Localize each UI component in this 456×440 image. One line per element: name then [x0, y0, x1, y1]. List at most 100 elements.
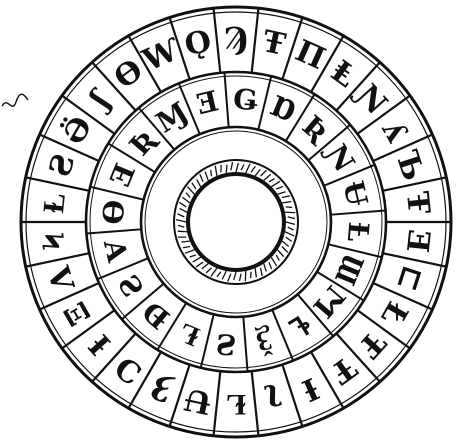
inner-ring-mark — [215, 166, 217, 176]
inner-ring-mark — [176, 220, 186, 222]
outer-ring-glyph: Ǝ — [399, 228, 436, 254]
inner-ring-mark — [192, 183, 196, 189]
inner-ring-mark — [179, 202, 186, 207]
outer-ring-glyph: Ϟ — [36, 230, 73, 251]
inner-ring-mark — [241, 165, 244, 171]
inner-ring-mark — [246, 164, 250, 173]
outer-ring-glyph: Ⱳ — [137, 32, 186, 79]
ring-lines — [21, 7, 451, 437]
middle-spoke — [86, 229, 141, 233]
inner-ring-mark — [286, 237, 292, 241]
inner-ring-mark — [202, 264, 208, 269]
outer-ring-glyph: ⊏ — [389, 261, 430, 296]
inner-ring-mark — [200, 174, 203, 182]
outer-ring-glyph: Ƨ — [42, 150, 82, 181]
inner-ring-mark — [182, 241, 190, 242]
middle-ring-glyph: Ɬ — [284, 307, 317, 345]
inner-ring-mark — [276, 255, 279, 261]
inner-ring-mark — [183, 247, 190, 248]
ring-circle — [86, 72, 386, 372]
inner-ring-mark — [211, 170, 212, 176]
inner-ring-mark — [226, 165, 227, 173]
inner-ring-mark — [276, 186, 283, 189]
inner-ring-mark — [182, 197, 189, 203]
inner-ring-mark — [288, 227, 294, 230]
middle-spoke — [331, 210, 386, 214]
middle-spoke — [90, 187, 143, 200]
inner-ring-mark — [282, 241, 288, 246]
inner-ring-mark — [285, 232, 294, 236]
inner-ring-mark — [180, 208, 187, 212]
outer-ring-glyph: ʅ — [262, 382, 285, 420]
inner-ring-mark — [251, 166, 255, 172]
middle-ring-glyph: Ǥ — [232, 82, 260, 117]
outer-ring-glyph: Ɨ — [297, 370, 324, 408]
middle-ring-glyph: Ɫ — [174, 316, 204, 354]
inner-ring-mark — [286, 222, 295, 224]
outer-spoke — [252, 8, 259, 73]
outer-spoke — [383, 177, 447, 191]
inner-ring-mark — [264, 174, 271, 180]
outer-ring-glyph: Ɨ — [83, 327, 118, 361]
outer-spoke — [214, 8, 221, 73]
middle-spoke — [224, 72, 228, 127]
outer-ring-glyph: Ŧ — [259, 24, 289, 63]
inner-ring-mark — [255, 169, 260, 175]
middle-ring-glyph: Ϻ — [306, 279, 351, 324]
outer-ring-glyph: Ʌ — [42, 261, 83, 296]
inner-ring-mark — [261, 170, 267, 176]
outer-ring-glyph: ʃ — [82, 83, 118, 118]
outer-spoke — [26, 177, 90, 191]
inner-ring-mark — [282, 196, 290, 198]
inner-ring-mark — [288, 217, 295, 219]
ring-circle — [26, 12, 446, 432]
inner-ring-mark — [193, 257, 201, 262]
ring-circle — [174, 160, 298, 284]
middle-spoke — [258, 76, 271, 129]
middle-ring-glyph: Ɐ — [98, 235, 136, 266]
inner-ring-mark — [186, 193, 190, 198]
middle-spoke — [243, 317, 247, 372]
middle-ring-glyph: Ɲ — [318, 136, 361, 178]
inner-ring-mark — [205, 172, 208, 181]
outer-spoke — [282, 365, 302, 427]
inner-ring-mark — [222, 271, 226, 279]
outer-ring-glyph: Ɲ — [347, 76, 393, 122]
outer-spoke — [383, 253, 447, 267]
inner-ring-mark — [190, 255, 196, 257]
middle-ring-glyph: Ɵ — [96, 199, 131, 226]
middle-ring-glyph: Ǝ — [104, 159, 143, 191]
inner-ring-mark — [278, 192, 286, 194]
middle-ring-glyphs: ǤⱰƦƝɄȽƜϺꞭѮƧⱢƉƧⱯƟƎƦⱮƎ — [96, 82, 375, 361]
inner-ring-mark — [264, 264, 266, 272]
inner-ring-mark — [211, 268, 217, 276]
inner-ring-mark — [217, 272, 221, 277]
inner-ring-mark — [282, 202, 291, 203]
middle-ring-glyph: Ƨ — [112, 269, 151, 303]
middle-ring-glyph: Ѯ — [253, 323, 276, 359]
outer-ring-glyph: Ǫ — [182, 24, 215, 64]
middle-ring-glyph: Ƨ — [215, 327, 238, 362]
inner-ring-mark — [261, 268, 263, 276]
inner-ring-mark — [271, 181, 280, 186]
inner-ring-mark — [269, 179, 275, 182]
ring-circle — [141, 127, 331, 317]
inner-ring-mark — [271, 257, 276, 266]
outer-spoke — [252, 371, 259, 436]
inner-ring-mark — [278, 250, 284, 257]
inner-ring-mark — [178, 214, 185, 217]
middle-ring-glyph: Ǝ — [193, 84, 221, 121]
outer-ring-glyph: Ɫ — [226, 387, 246, 422]
middle-ring-glyph: Ʉ — [336, 178, 374, 209]
ring-circle — [188, 174, 284, 270]
inner-ring-mark — [255, 268, 256, 277]
margin-flourish-mark — [0, 92, 30, 116]
middle-ring-glyph: Ƚ — [341, 221, 375, 244]
outer-ring-glyph: Ɫ — [36, 191, 73, 215]
outer-ring-glyph: Ŧ — [399, 190, 436, 217]
inner-ring-mark — [197, 179, 201, 186]
inner-ring-mark — [234, 272, 236, 280]
outer-ring-glyph: Ʉ — [182, 381, 215, 421]
inner-ring-mark — [239, 274, 241, 281]
